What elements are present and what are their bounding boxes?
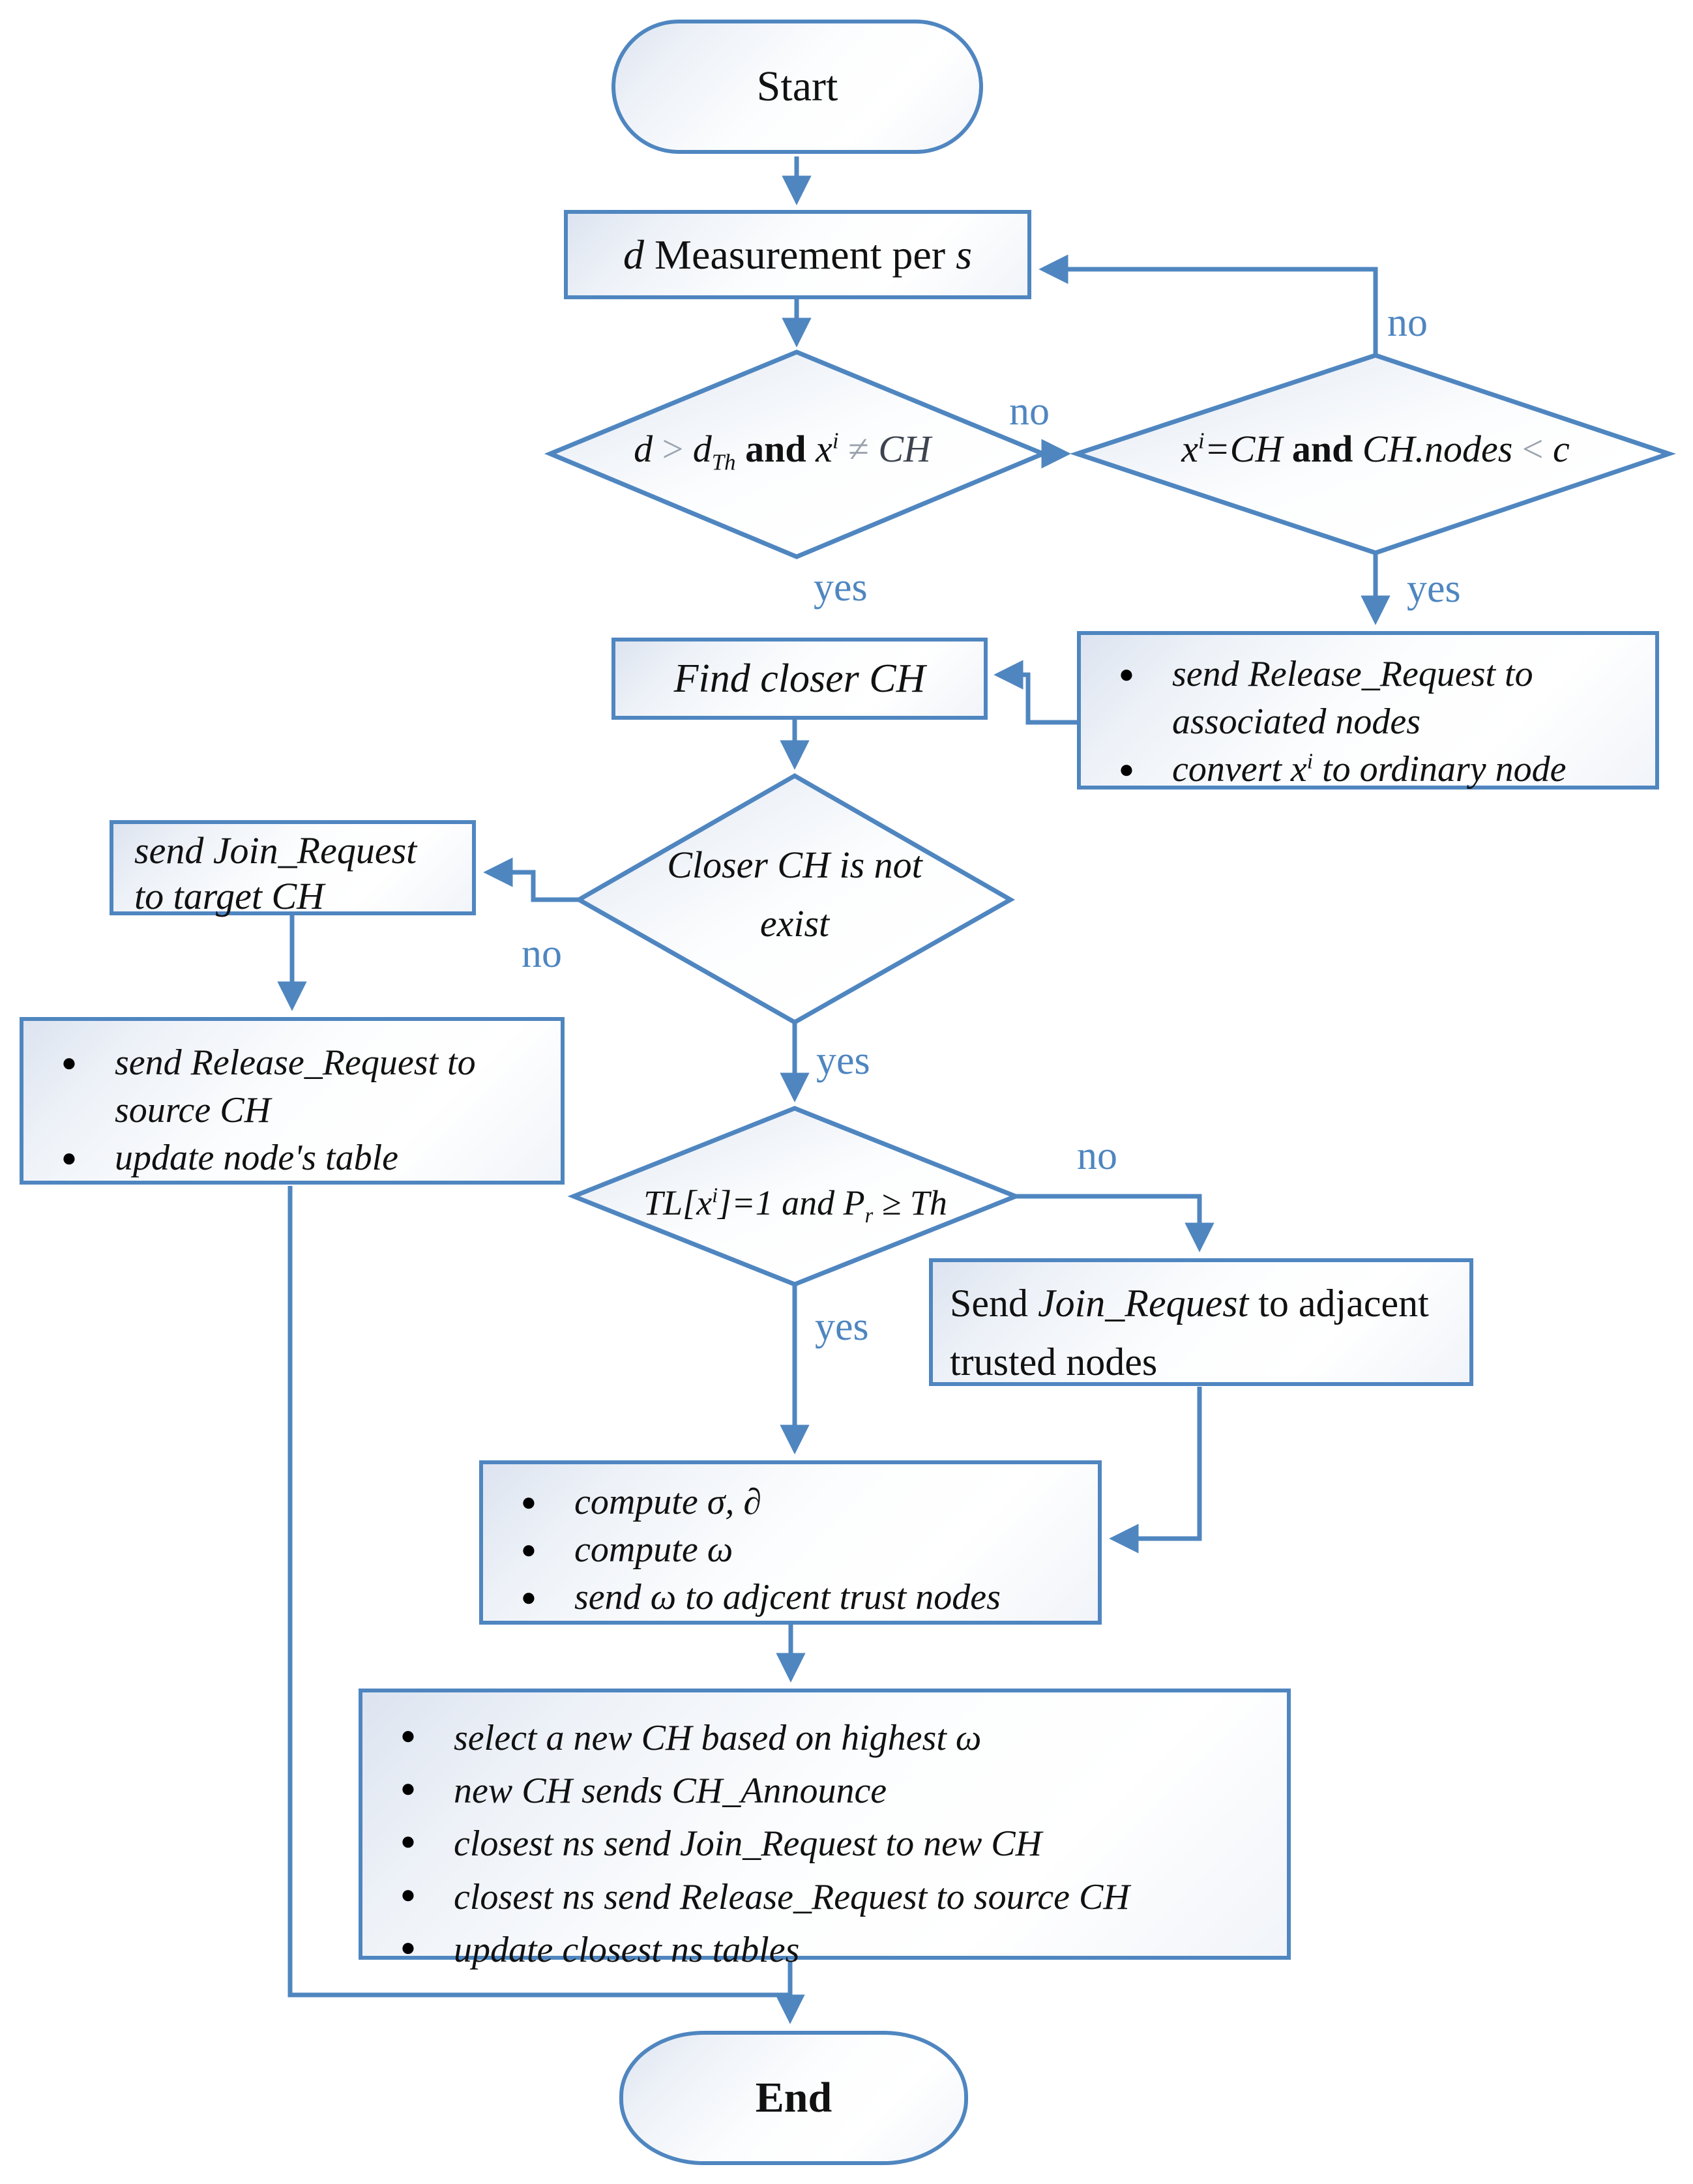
list-item-text: send ω to adjcent trust nodes (574, 1576, 1001, 1617)
list-item: ● send ω to adjcent trust nodes (483, 1574, 1098, 1621)
bullet-icon: ● (1118, 754, 1135, 784)
adjacent-trusted-box: Send Join_Request to adjacent trusted no… (929, 1258, 1473, 1386)
label-yes-tl: yes (815, 1305, 869, 1349)
arrow-tl-no-to-adjacent (1016, 1194, 1215, 1252)
label-no-closer: no (522, 932, 562, 976)
list-item-text: select a new CH based on highest ω (454, 1718, 982, 1758)
list-item: ● compute σ, ∂ (483, 1479, 1098, 1526)
end-terminal: End (619, 2031, 968, 2165)
label-yes-closer: yes (816, 1039, 870, 1083)
join-target-line2: to target CH (134, 874, 325, 917)
bullet-icon: ● (1118, 659, 1135, 688)
select-new-ch-box: ● select a new CH based on highest ω ● n… (359, 1689, 1291, 1970)
bullet-icon: ● (520, 1534, 537, 1564)
join-target-box: send Join_Request to target CH (110, 820, 476, 917)
arrow-decision2-no-loop-to-measure (1038, 254, 1378, 354)
line-release-src-to-junction (287, 1186, 790, 1998)
decision1-text: d > dTh and xi ≠ CH (634, 428, 931, 475)
list-item: ● convert xi to ordinary node (1081, 746, 1655, 793)
bullet-icon: ● (520, 1582, 537, 1612)
arrow-release-assoc-to-find (994, 660, 1077, 725)
list-item: ● update closest ns tables (362, 1924, 1287, 1977)
bullet-icon: ● (400, 1773, 417, 1803)
list-item: ● send Release_Request to source CH (23, 1039, 561, 1134)
start-label: Start (756, 63, 838, 110)
end-label: End (755, 2074, 832, 2121)
label-no-decision2-loop: no (1387, 301, 1428, 345)
list-item-text: compute ω (574, 1529, 733, 1570)
join-target-line1: send Join_Request (134, 829, 417, 872)
label-no-decision1: no (1009, 389, 1050, 434)
start-terminal: Start (611, 20, 983, 154)
list-item: ● compute ω (483, 1526, 1098, 1574)
decision1-diamond (544, 349, 1050, 559)
release-associated-box: ● send Release_Request to associated nod… (1077, 631, 1659, 789)
label-yes-decision2: yes (1407, 567, 1461, 611)
bullet-icon: ● (400, 1932, 417, 1962)
adjacent-trusted-text: Send Join_Request to adjacent trusted no… (950, 1282, 1429, 1383)
list-item-text: send Release_Request to associated nodes (1172, 654, 1533, 742)
arrow-closer-no-to-join (483, 857, 579, 902)
decision2-diamond (1069, 353, 1676, 555)
closer-diamond-text: Closer CH is not exist (667, 844, 922, 945)
bullet-icon: ● (400, 1720, 417, 1750)
arrow-adjacent-to-compute (1109, 1387, 1202, 1554)
list-item: ● closest ns send Release_Request to sou… (362, 1871, 1287, 1924)
list-item: ● update node's table (23, 1134, 561, 1182)
list-item-text: compute σ, ∂ (574, 1482, 761, 1522)
list-item-text: convert xi to ordinary node (1172, 748, 1567, 789)
decision2-text: xi=CH and CH.nodes < c (1181, 428, 1570, 470)
list-item-text: closest ns send Release_Request to sourc… (454, 1876, 1130, 1917)
bullet-icon: ● (520, 1487, 537, 1516)
list-item-text: new CH sends CH_Announce (454, 1771, 887, 1812)
tl-diamond-text: TL[xi]=1 and Pr ≥ Th (643, 1183, 947, 1228)
list-item-text: update closest ns tables (454, 1929, 800, 1970)
compute-box: ● compute σ, ∂ ● compute ω ● send ω to a… (479, 1460, 1102, 1625)
bullet-icon: ● (400, 1879, 417, 1909)
bullet-icon: ● (61, 1142, 78, 1172)
list-item: ● closest ns send Join_Request to new CH (362, 1818, 1287, 1870)
list-item: ● send Release_Request to associated nod… (1081, 651, 1655, 746)
list-item: ● new CH sends CH_Announce (362, 1765, 1287, 1818)
measurement-text: d Measurement per s (623, 231, 972, 278)
bullet-icon: ● (61, 1048, 78, 1077)
find-closer-ch-box: Find closer CH (611, 638, 988, 720)
bullet-icon: ● (400, 1826, 417, 1856)
list-item-text: closest ns send Join_Request to new CH (454, 1823, 1042, 1865)
find-closer-ch-text: Find closer CH (673, 656, 926, 701)
label-no-tl: no (1077, 1134, 1117, 1178)
release-source-box: ● send Release_Request to source CH ● up… (20, 1017, 565, 1185)
list-item: ● select a new CH based on highest ω (362, 1712, 1287, 1765)
label-yes-decision1: yes (814, 565, 868, 610)
measurement-box: d Measurement per s (564, 210, 1031, 299)
list-item-text: send Release_Request to source CH (115, 1042, 476, 1130)
closer-diamond (574, 773, 1016, 1026)
tl-diamond (567, 1106, 1022, 1287)
list-item-text: update node's table (115, 1137, 399, 1178)
